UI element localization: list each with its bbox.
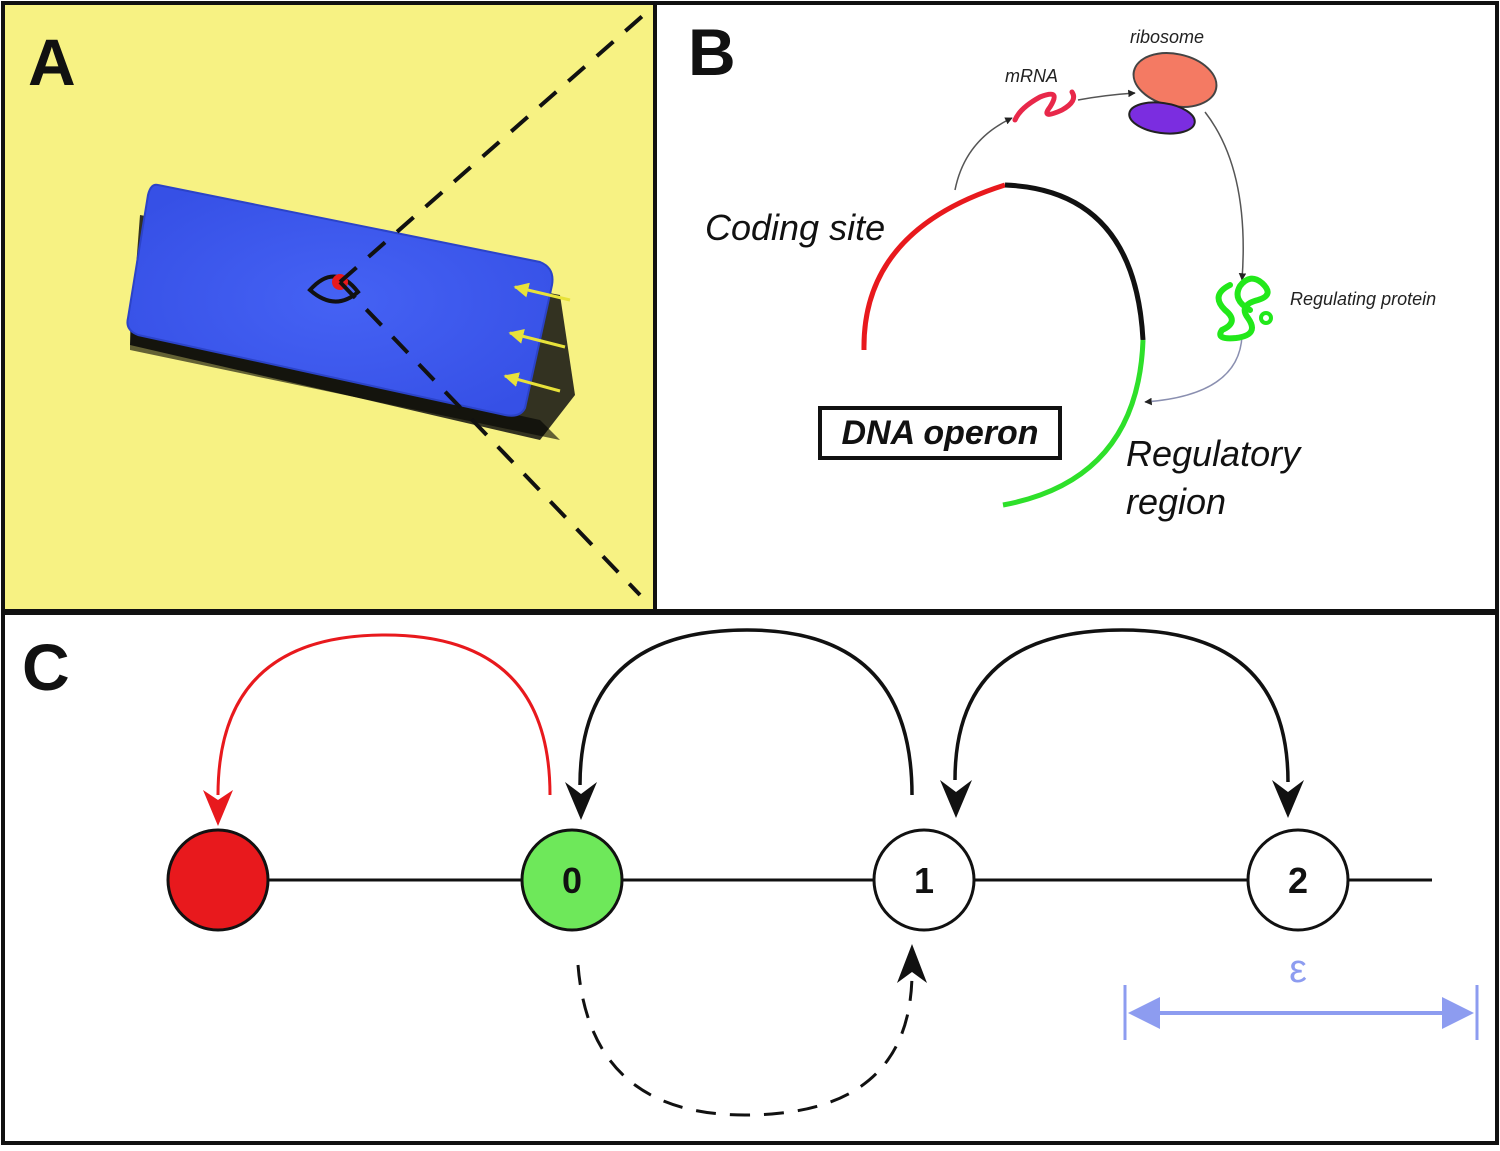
state-node-dead [166, 828, 270, 932]
dna-operon-box [818, 406, 1062, 460]
death-arc [216, 633, 552, 796]
panel-b-letter: B [688, 15, 736, 89]
state-node-1: 1 [872, 828, 976, 932]
regulatory-label-line2: region [1126, 481, 1226, 522]
regulatory-segment [1002, 339, 1146, 508]
dashed-arc-0-to-1 [576, 964, 914, 1117]
yellow-arrow [513, 282, 571, 302]
regulatory-label-line1: Regulatory [1126, 433, 1302, 474]
node-label: 1 [914, 860, 934, 901]
protein-icon [1215, 275, 1273, 342]
coding-segment [861, 182, 1006, 351]
death-arrowhead [203, 790, 233, 826]
regulating-protein-label: Regulating protein [1290, 289, 1436, 309]
yellow-arrow [508, 329, 566, 349]
node-label: 2 [1288, 860, 1308, 901]
zoom-line-top [338, 3, 657, 284]
panel-b: B mRNA ribosome Regulating protein Codin… [653, 1, 1499, 613]
arc-1-to-2 [953, 628, 1290, 783]
dna-operon-label: DNA operon [841, 414, 1038, 452]
panel-b-background [653, 1, 1499, 613]
regulation-arrow [1144, 334, 1243, 406]
state-node-0: 0 [520, 828, 624, 932]
transcription-arrow [954, 117, 1013, 191]
epsilon-double-arrow [1123, 985, 1479, 1040]
mrna-label: mRNA [1005, 66, 1058, 86]
epsilon-label: ε [1289, 947, 1307, 991]
translation-arrow [1077, 89, 1136, 101]
panel-c: C 0 1 2 ε [1, 611, 1499, 1145]
panel-a-letter: A [28, 25, 76, 99]
state-node-2: 2 [1246, 828, 1350, 932]
coding-site-label: Coding site [705, 207, 885, 248]
mrna-squiggle [1012, 89, 1077, 123]
ribosome-label: ribosome [1130, 27, 1204, 47]
panel-a: A [1, 1, 657, 613]
zoom-line-bottom [338, 280, 642, 597]
folding-arrow [1204, 111, 1247, 281]
yellow-arrows [503, 282, 571, 393]
arrowhead-1 [940, 780, 972, 818]
dna-black-segment [1004, 182, 1146, 341]
panel-c-letter: C [22, 630, 70, 704]
dashed-arrowhead [897, 944, 927, 983]
yellow-arrow [503, 372, 561, 393]
node-label: 0 [562, 860, 582, 901]
ribosome-icon [1128, 52, 1218, 135]
arc-1-to-0 [578, 628, 914, 796]
arrowhead-0 [565, 782, 597, 820]
arrowhead-2 [1272, 780, 1304, 818]
